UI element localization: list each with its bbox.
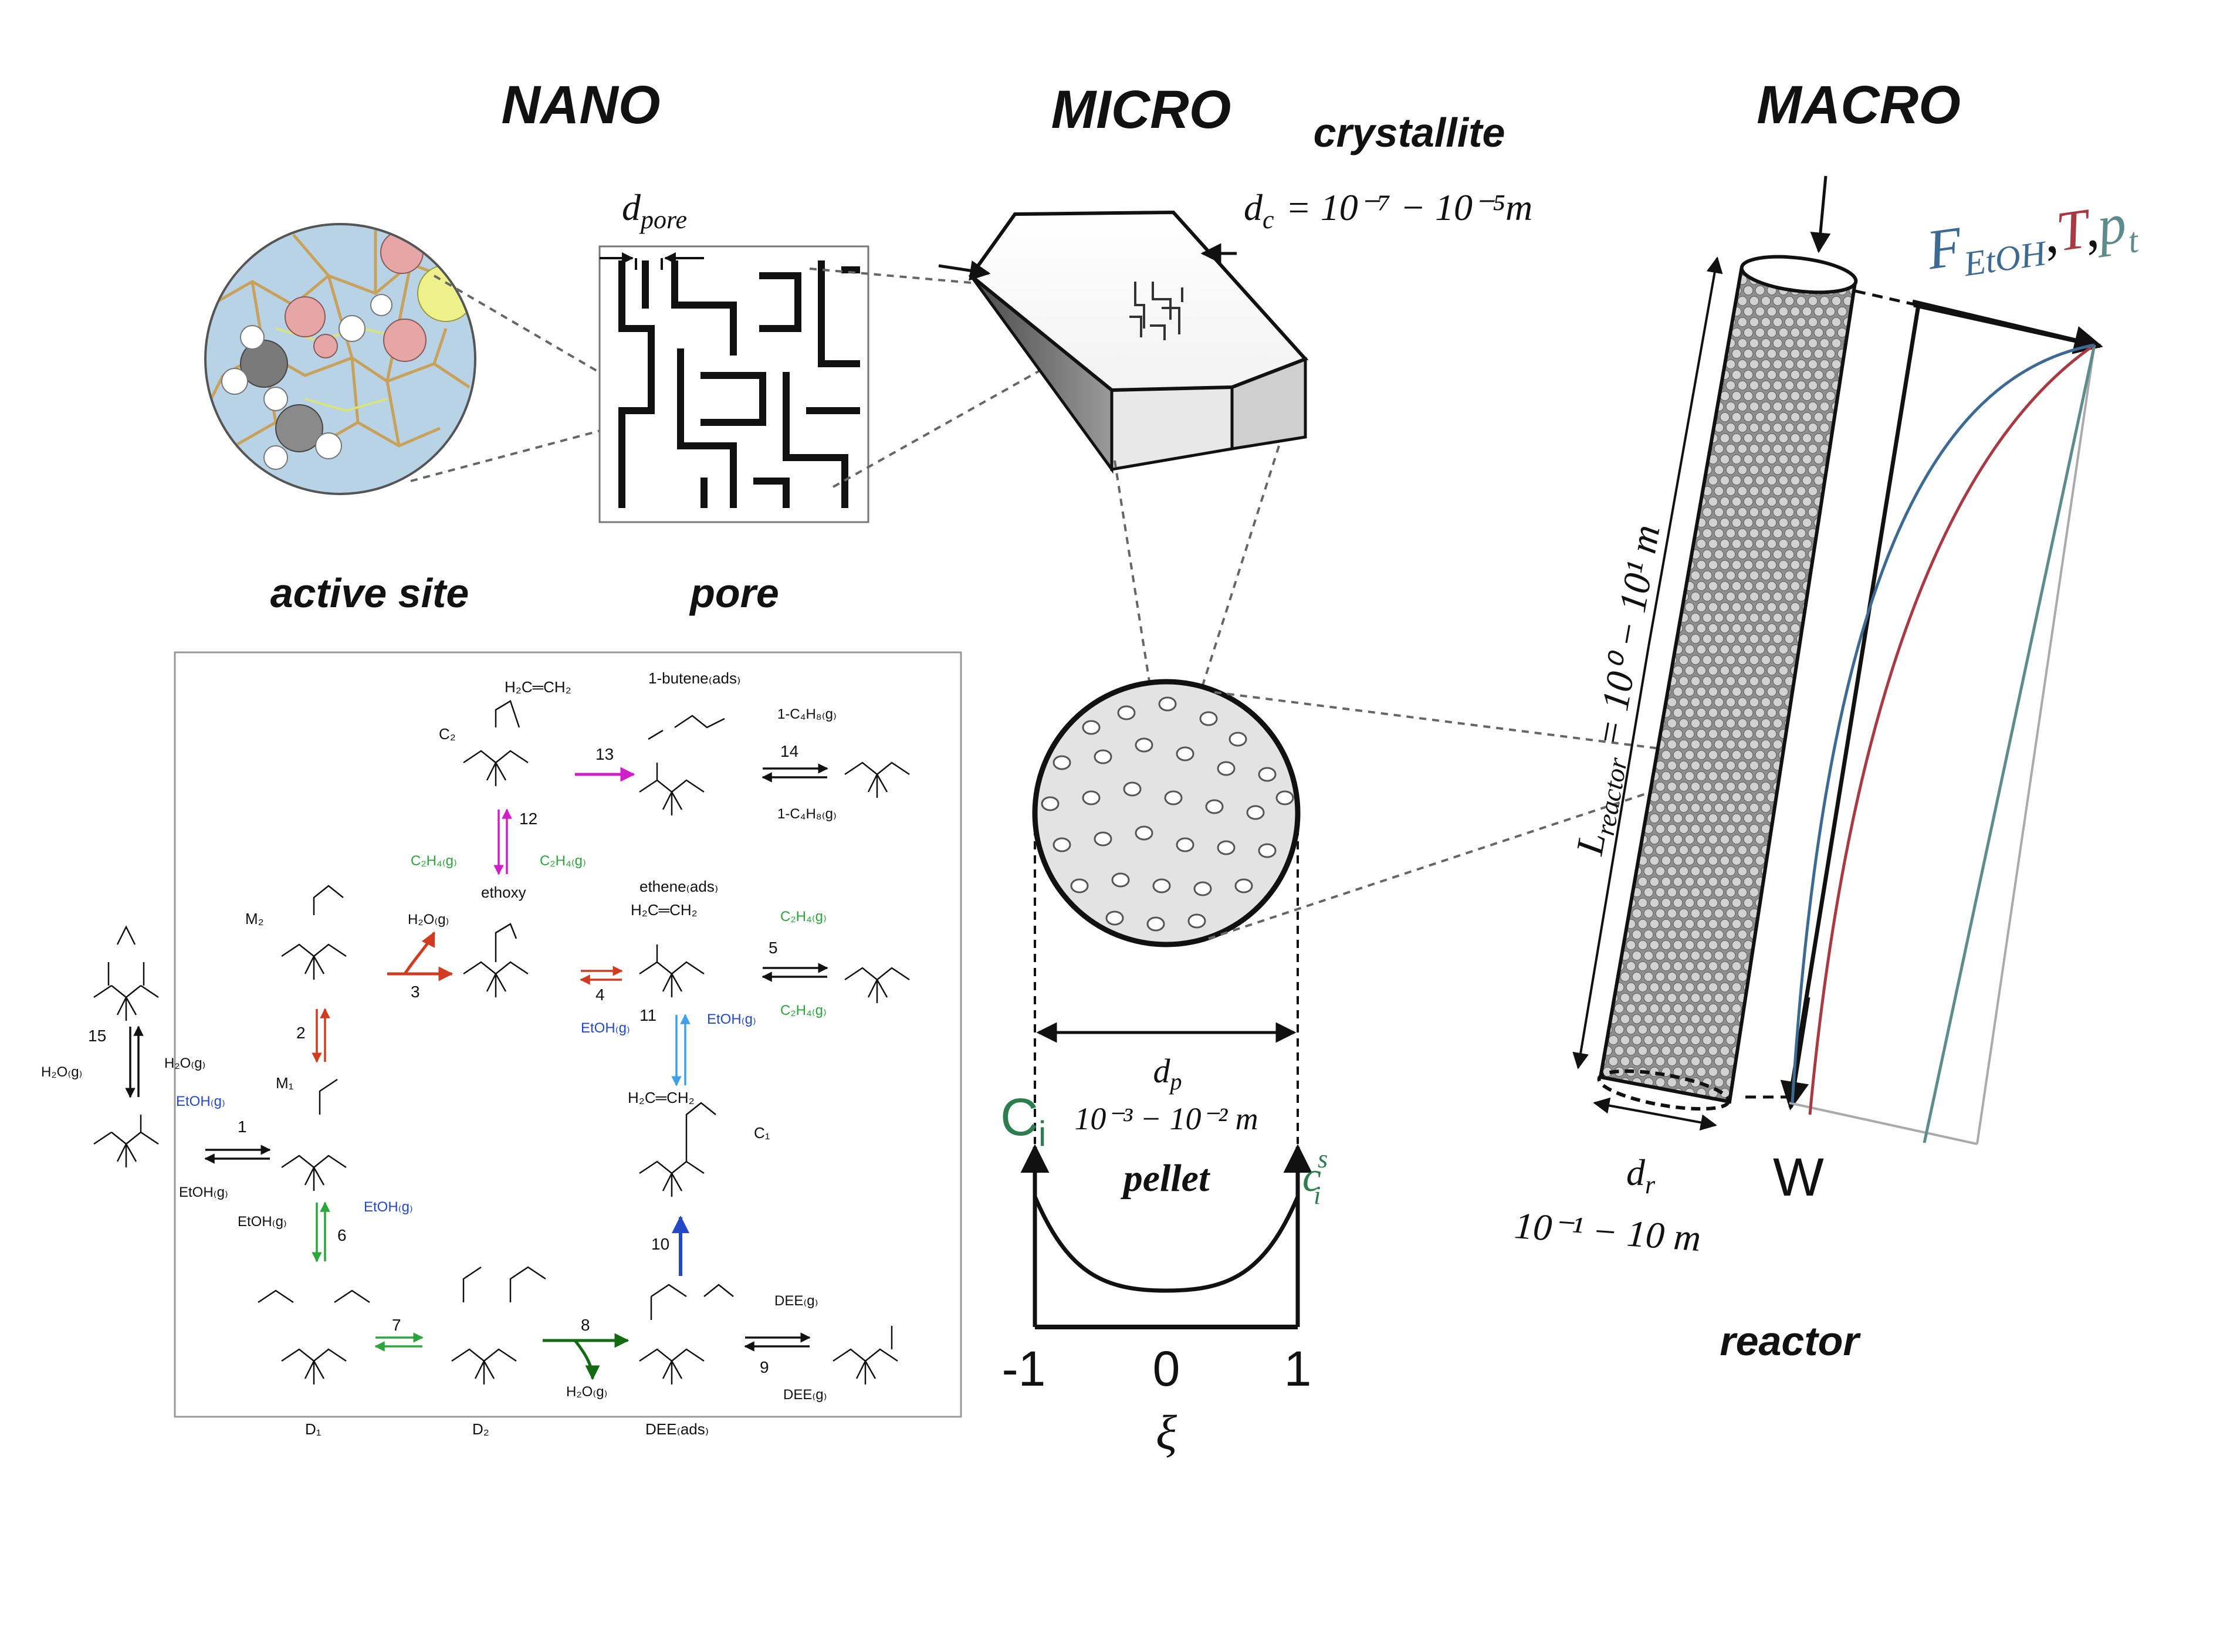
- step-number: 7: [392, 1316, 401, 1334]
- flux-label: FEtOH,T,pt: [1923, 189, 2141, 288]
- gas-label: C₂H₄₍g₎: [780, 1003, 827, 1018]
- step-number: 1: [238, 1118, 247, 1136]
- d-c-label: dc= 10⁻⁷ − 10⁻⁵m: [1244, 187, 1532, 234]
- macro-header: MACRO: [1757, 75, 1961, 135]
- species-ethoxy: ethoxy: [481, 883, 526, 901]
- crystallite-label: crystallite: [1314, 110, 1505, 155]
- species-d1: D₁: [305, 1420, 322, 1438]
- zoom-line: [832, 327, 1115, 488]
- step-number: 8: [581, 1316, 590, 1334]
- d-r-range: 10⁻¹ − 10 m: [1513, 1204, 1703, 1259]
- step-number: 10: [651, 1235, 669, 1253]
- species-h2c-ch2: H₂C═CH₂: [628, 1089, 695, 1106]
- gas-label: DEE₍g₎: [774, 1293, 818, 1309]
- species-m2: M₂: [245, 910, 264, 927]
- step-number: 6: [337, 1226, 347, 1244]
- d-p-label: dp: [1153, 1052, 1182, 1095]
- pore-label: pore: [689, 570, 779, 616]
- zoom-line: [1114, 460, 1151, 686]
- step-number: 5: [769, 939, 778, 957]
- gas-label: C₂H₄₍g₎: [780, 909, 827, 925]
- species-ethene-ads: ethene₍ads₎: [639, 878, 718, 895]
- gas-label: H₂O₍g₎: [164, 1055, 205, 1071]
- step-number: 15: [88, 1027, 106, 1045]
- concentration-profile-plot: [1020, 1144, 1312, 1329]
- species-m1: M₁: [276, 1074, 294, 1092]
- xi-tick: 0: [1153, 1341, 1180, 1396]
- al-site-structures: [93, 700, 910, 1384]
- zoom-line: [1214, 691, 1702, 755]
- gas-label: H₂O₍g₎: [41, 1064, 82, 1080]
- reactor-illustration: [1572, 175, 2103, 1145]
- nano-header: NANO: [502, 75, 661, 135]
- reactor-label: reactor: [1720, 1318, 1861, 1364]
- zoom-line: [1202, 445, 1280, 686]
- d-pore-label: dpore: [622, 187, 687, 234]
- gas-label: C₂H₄₍g₎: [540, 853, 586, 869]
- species-ethene-formula: H₂C═CH₂: [631, 901, 698, 919]
- w-label: W: [1773, 1147, 1824, 1207]
- gas-label: EtOH₍g₎: [707, 1011, 756, 1027]
- step-number: 9: [760, 1358, 769, 1376]
- step-number: 3: [411, 983, 420, 1001]
- zoom-line: [433, 275, 626, 388]
- concentration-curve: [1033, 1196, 1300, 1293]
- crystallite-illustration: [938, 210, 1309, 474]
- gas-label: EtOH₍g₎: [581, 1020, 630, 1036]
- step-number: 14: [780, 742, 798, 760]
- zoom-line: [1208, 773, 1705, 940]
- flow-profile: [1791, 343, 2095, 1103]
- species-dee-ads: DEE₍ads₎: [645, 1420, 709, 1438]
- gas-label: H₂O₍g₎: [408, 912, 449, 927]
- step-number: 4: [595, 986, 605, 1004]
- gas-label: 1-C₄H₈₍g₎: [777, 806, 837, 822]
- pore-illustration: [598, 245, 869, 523]
- xi-axis-label: ξ: [1156, 1406, 1177, 1460]
- active-site-label: active site: [270, 570, 469, 616]
- gas-label: 1-C₄H₈₍g₎: [777, 706, 837, 722]
- reaction-mechanism: M₂ M₁ C₂ C₁ D₁ D₂ DEE₍ads₎ ethoxy ethene…: [41, 651, 962, 1438]
- species-d2: D₂: [472, 1420, 489, 1438]
- pellet-label: pellet: [1121, 1157, 1210, 1200]
- gas-label: DEE₍g₎: [783, 1387, 827, 1403]
- ci-label: Ci: [1000, 1088, 1046, 1153]
- gas-label: H₂O₍g₎: [566, 1384, 607, 1400]
- gas-label: EtOH₍g₎: [364, 1199, 413, 1215]
- d-p-range: 10⁻³ − 10⁻² m: [1074, 1101, 1258, 1136]
- step-number: 2: [296, 1024, 306, 1042]
- species-ethene-top: H₂C═CH₂: [505, 678, 571, 696]
- gas-label: EtOH₍g₎: [179, 1184, 228, 1200]
- micro-header: MICRO: [1051, 80, 1231, 140]
- gas-label: C₂H₄₍g₎: [411, 853, 457, 869]
- step-number: 11: [639, 1006, 656, 1024]
- species-c2: C₂: [439, 725, 456, 743]
- species-butene-ads: 1-butene₍ads₎: [648, 669, 740, 687]
- step-number: 12: [519, 810, 537, 828]
- gas-label: EtOH₍g₎: [238, 1214, 287, 1230]
- d-r-label: dr: [1626, 1152, 1656, 1199]
- active-site-illustration: [204, 223, 476, 495]
- svg-text:FEtOH,T,pt: FEtOH,T,pt: [1923, 189, 2141, 288]
- species-c1: C₁: [754, 1124, 770, 1142]
- step-number: 13: [595, 745, 614, 763]
- gas-label: EtOH₍g₎: [176, 1094, 225, 1109]
- xi-tick: -1: [1002, 1341, 1046, 1396]
- temperature-profile: [1808, 343, 2096, 1115]
- pellet-illustration: [1032, 679, 1301, 1144]
- xi-tick: 1: [1284, 1341, 1312, 1396]
- pressure-profile: [1923, 344, 2096, 1143]
